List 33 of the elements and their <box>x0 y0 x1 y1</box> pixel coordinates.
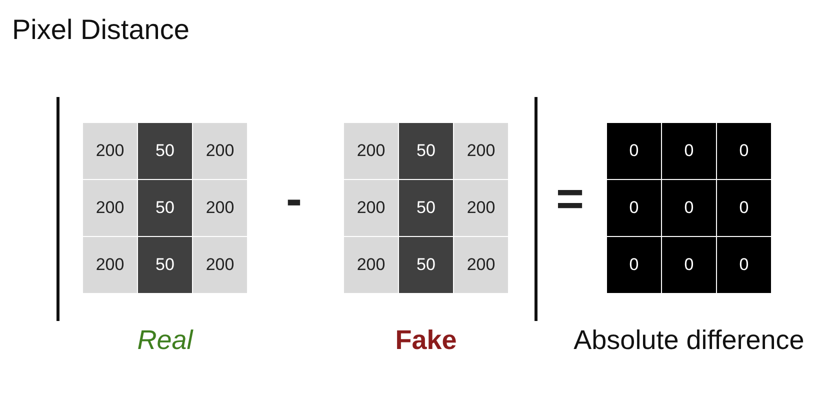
pixel-cell: 50 <box>399 237 453 293</box>
pixel-cell: 200 <box>83 237 137 293</box>
pixel-cell: 200 <box>193 123 247 179</box>
pixel-cell: 200 <box>83 180 137 236</box>
pixel-cell: 0 <box>607 123 661 179</box>
pixel-cell: 0 <box>662 180 716 236</box>
pixel-cell: 200 <box>193 237 247 293</box>
pixel-cell: 50 <box>138 237 192 293</box>
pixel-cell: 50 <box>138 123 192 179</box>
pixel-cell: 200 <box>454 237 508 293</box>
pixel-cell: 200 <box>454 180 508 236</box>
pixel-cell: 0 <box>717 180 771 236</box>
pixel-cell: 200 <box>344 237 398 293</box>
grid-caption: Real <box>136 324 194 357</box>
pixel-cell: 0 <box>662 237 716 293</box>
pixel-cell: 200 <box>193 180 247 236</box>
pixel-cell: 50 <box>138 180 192 236</box>
grid-caption: Fake <box>394 324 458 357</box>
pixel-cell: 200 <box>454 123 508 179</box>
pixel-cell: 200 <box>83 123 137 179</box>
operator-sign: = <box>556 172 584 227</box>
pixel-cell: 0 <box>607 237 661 293</box>
pixel-cell: 200 <box>344 123 398 179</box>
pixel-cell: 0 <box>717 237 771 293</box>
pixel-cell: 200 <box>344 180 398 236</box>
pixel-cell: 0 <box>607 180 661 236</box>
pixel-cell: 0 <box>662 123 716 179</box>
title: Pixel Distance <box>12 14 190 46</box>
pixel-cell: 50 <box>399 180 453 236</box>
pixel-cell: 50 <box>399 123 453 179</box>
operator-sign: - <box>286 172 302 227</box>
pixel-cell: 0 <box>717 123 771 179</box>
grid-caption: Absolute difference <box>572 324 806 357</box>
